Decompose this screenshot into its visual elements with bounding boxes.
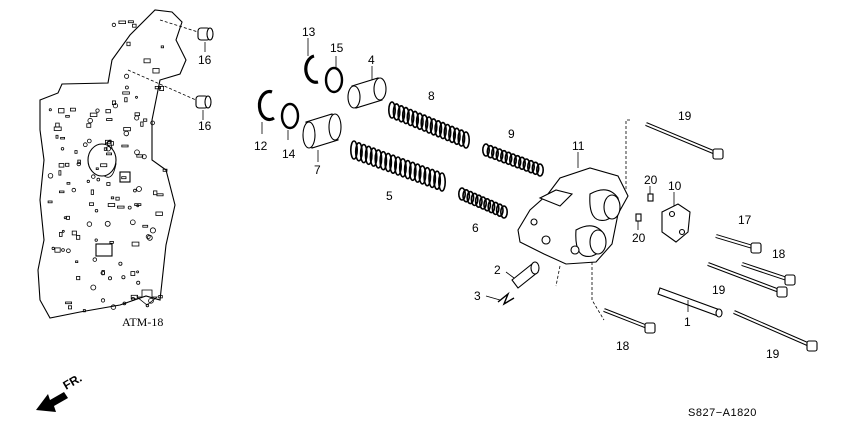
callout-11: 11 bbox=[572, 139, 585, 153]
spring-6 bbox=[457, 187, 508, 219]
plate-holes bbox=[47, 20, 168, 313]
front-direction-arrow-icon bbox=[36, 392, 68, 412]
callout-20-lower: 20 bbox=[632, 231, 646, 245]
callout-labels: 16 16 13 15 4 8 9 11 12 14 7 5 6 19 20 1… bbox=[198, 25, 786, 361]
springs-group bbox=[349, 101, 544, 219]
callout-7: 7 bbox=[314, 163, 321, 177]
bolts-group bbox=[603, 122, 818, 352]
callout-6: 6 bbox=[472, 221, 479, 235]
o-ring-14 bbox=[280, 102, 300, 140]
filter-pin bbox=[505, 261, 540, 289]
shaft bbox=[657, 287, 723, 318]
callout-10: 10 bbox=[668, 179, 682, 193]
clip bbox=[485, 291, 515, 306]
spring-8 bbox=[387, 101, 470, 149]
front-direction-label: FR. bbox=[61, 371, 85, 393]
pin-lower bbox=[127, 69, 212, 120]
bolt-19-bottom bbox=[733, 310, 818, 352]
callout-5: 5 bbox=[386, 189, 393, 203]
callout-16-lower: 16 bbox=[198, 119, 212, 133]
callout-13: 13 bbox=[302, 25, 316, 39]
bolt-19-top bbox=[645, 122, 724, 160]
callout-9: 9 bbox=[508, 127, 515, 141]
callout-19-bottom: 19 bbox=[766, 347, 780, 361]
callout-8: 8 bbox=[428, 89, 435, 103]
callout-1: 1 bbox=[684, 315, 691, 329]
snap-ring-13 bbox=[304, 38, 319, 84]
callout-15: 15 bbox=[330, 41, 344, 55]
callout-17: 17 bbox=[738, 213, 752, 227]
reference-arrow-icon bbox=[135, 289, 159, 306]
bolt-18-right bbox=[741, 262, 796, 286]
callout-18-right: 18 bbox=[772, 247, 786, 261]
bolt-18-bottom bbox=[603, 308, 656, 334]
callout-4: 4 bbox=[368, 53, 375, 67]
accumulator-body bbox=[517, 152, 629, 265]
bolt-19-middle bbox=[707, 262, 788, 298]
callout-18-bottom: 18 bbox=[616, 339, 630, 353]
separator-plate bbox=[37, 9, 187, 319]
callout-16-upper: 16 bbox=[198, 53, 212, 67]
pin-upper bbox=[159, 19, 214, 52]
diagram-code: S827−A1820 bbox=[688, 407, 757, 419]
valve-sleeve-7 bbox=[302, 113, 342, 162]
leader-lines bbox=[555, 119, 630, 321]
callout-3: 3 bbox=[474, 289, 481, 303]
callout-20-upper: 20 bbox=[644, 173, 658, 187]
callout-2: 2 bbox=[494, 263, 501, 277]
callout-19-top: 19 bbox=[678, 109, 692, 123]
plug-lower bbox=[635, 213, 642, 230]
valve-sleeve-4 bbox=[347, 66, 387, 109]
o-ring-15 bbox=[324, 56, 344, 94]
snap-ring-12 bbox=[257, 89, 275, 134]
callout-12: 12 bbox=[254, 139, 268, 153]
spring-9 bbox=[481, 143, 544, 177]
plug-upper bbox=[647, 186, 654, 202]
spring-5 bbox=[349, 140, 446, 192]
accumulator-cover bbox=[661, 192, 691, 243]
callout-14: 14 bbox=[282, 147, 296, 161]
reference-label: ATM-18 bbox=[122, 315, 163, 329]
bolt-17 bbox=[715, 234, 762, 254]
callout-19-middle: 19 bbox=[712, 283, 726, 297]
